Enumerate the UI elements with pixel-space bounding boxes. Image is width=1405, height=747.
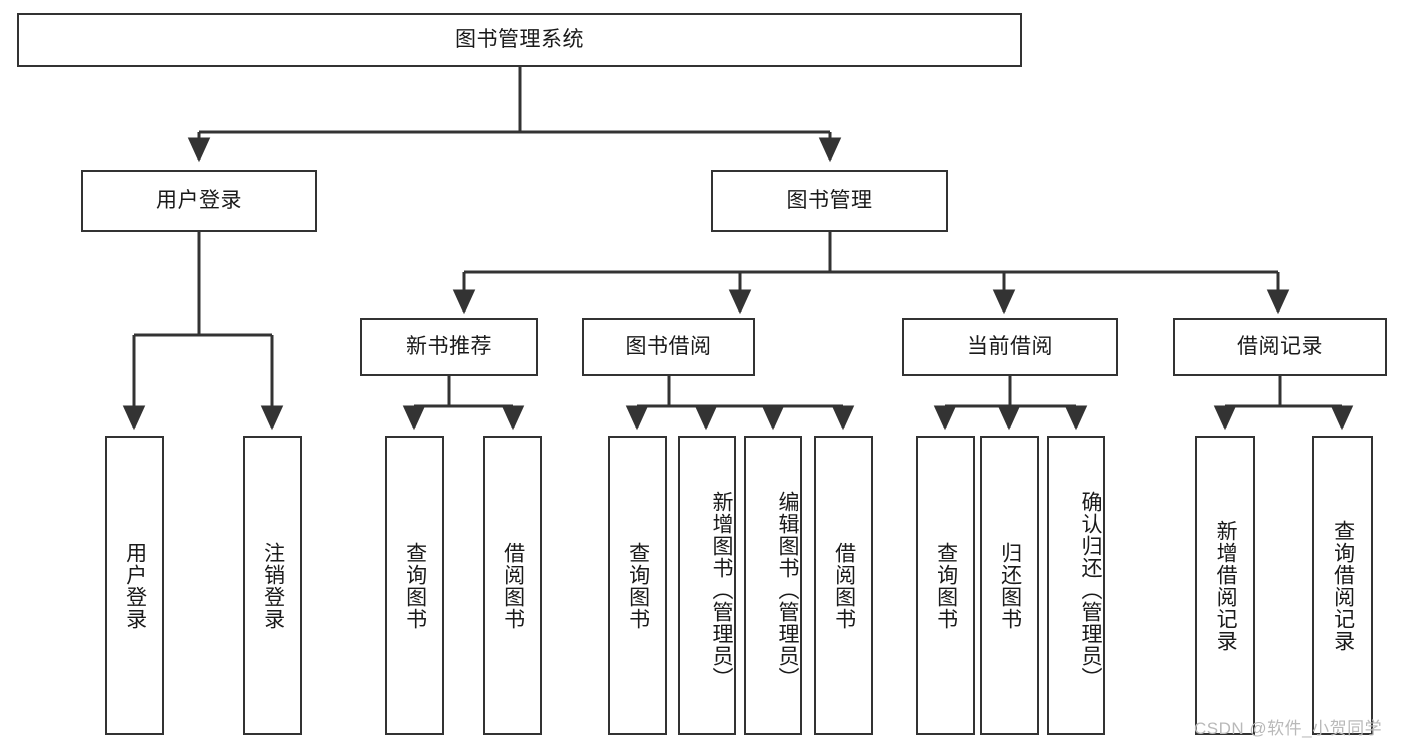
leaf-add-borrow-record[interactable]: 新增借阅记录 xyxy=(1195,436,1255,735)
leaf-logout[interactable]: 注销登录 xyxy=(243,436,302,735)
leaf-query-borrow-record[interactable]: 查询借阅记录 xyxy=(1312,436,1373,735)
node-borrow-record[interactable]: 借阅记录 xyxy=(1173,318,1387,376)
leaf-confirm-return-admin[interactable]: 确认归还（管理员） xyxy=(1047,436,1105,735)
node-label: 借阅图书 xyxy=(832,541,856,630)
leaf-return-book[interactable]: 归还图书 xyxy=(980,436,1039,735)
leaf-edit-book-admin[interactable]: 编辑图书（管理员） xyxy=(744,436,802,735)
leaf-add-book-admin[interactable]: 新增图书（管理员） xyxy=(678,436,736,735)
node-new-book-recommend[interactable]: 新书推荐 xyxy=(360,318,538,376)
node-book-management[interactable]: 图书管理 xyxy=(711,170,948,232)
node-label: 查询图书 xyxy=(626,541,650,630)
leaf-query-book-newbook[interactable]: 查询图书 xyxy=(385,436,444,735)
node-label: 查询图书 xyxy=(934,541,958,630)
node-book-borrow[interactable]: 图书借阅 xyxy=(582,318,755,376)
node-label: 图书管理系统 xyxy=(455,28,584,52)
node-current-borrow[interactable]: 当前借阅 xyxy=(902,318,1118,376)
node-label: 确认归还（管理员） xyxy=(1079,490,1102,689)
node-label: 新增图书（管理员） xyxy=(710,490,733,689)
leaf-borrow-book[interactable]: 借阅图书 xyxy=(814,436,873,735)
node-label: 查询借阅记录 xyxy=(1331,519,1355,652)
node-label: 查询图书 xyxy=(403,541,427,630)
node-label: 新增借阅记录 xyxy=(1214,519,1238,652)
node-user-login[interactable]: 用户登录 xyxy=(81,170,317,232)
leaf-query-book-borrow[interactable]: 查询图书 xyxy=(608,436,667,735)
node-label: 编辑图书（管理员） xyxy=(776,490,799,689)
node-label: 用户登录 xyxy=(156,189,242,213)
node-label: 新书推荐 xyxy=(406,335,492,359)
node-root-book-management-system[interactable]: 图书管理系统 xyxy=(17,13,1022,67)
node-label: 归还图书 xyxy=(998,541,1022,630)
node-label: 借阅图书 xyxy=(501,541,525,630)
node-label: 注销登录 xyxy=(261,541,285,630)
node-label: 借阅记录 xyxy=(1237,335,1323,359)
leaf-user-login[interactable]: 用户登录 xyxy=(105,436,164,735)
watermark: CSDN @软件_小贺同学 xyxy=(1194,719,1383,738)
node-label: 用户登录 xyxy=(123,541,147,630)
leaf-query-book-current[interactable]: 查询图书 xyxy=(916,436,975,735)
node-label: 图书借阅 xyxy=(625,335,712,359)
node-label: 图书管理 xyxy=(786,189,873,213)
node-label: 当前借阅 xyxy=(967,335,1053,359)
leaf-borrow-book-newbook[interactable]: 借阅图书 xyxy=(483,436,542,735)
